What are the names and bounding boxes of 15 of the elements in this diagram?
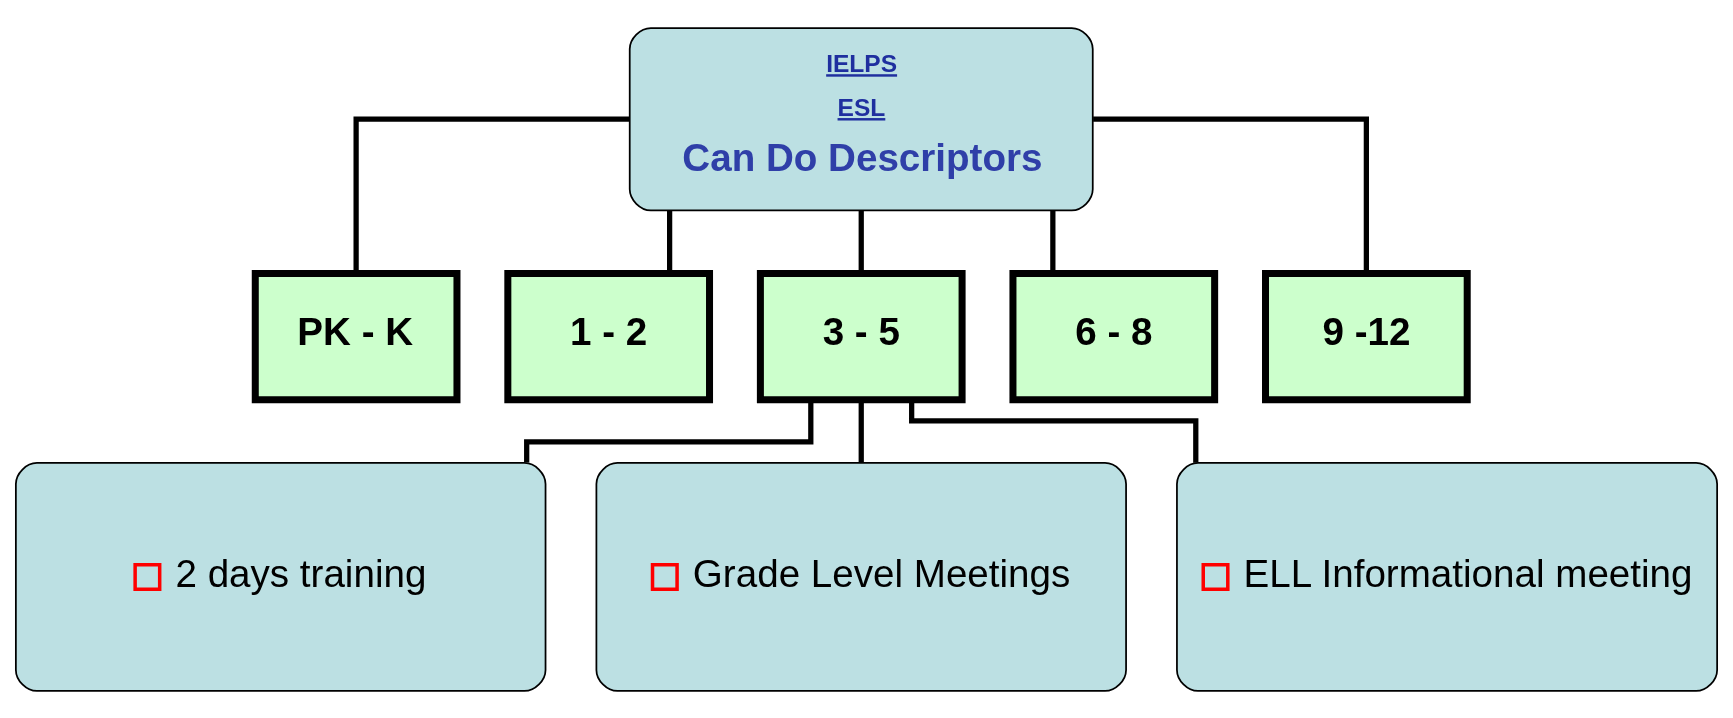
node-box: 9 -12	[1262, 269, 1471, 403]
connector	[1093, 116, 1369, 273]
node-box: 2 days training	[15, 461, 547, 692]
node-box: ELL Informational meeting	[1176, 461, 1718, 692]
node-box: 3 - 5	[756, 269, 966, 403]
connector	[353, 116, 630, 273]
connector	[909, 400, 1199, 463]
node-box: 6 - 8	[1009, 269, 1219, 403]
node-box: 1 - 2	[504, 269, 714, 403]
connector	[667, 210, 673, 273]
node-box: IELPS ESL Can Do Descriptors	[628, 26, 1094, 211]
connector	[858, 210, 864, 273]
node-box: PK - K	[251, 269, 461, 403]
connector	[1050, 210, 1056, 273]
node-box: Grade Level Meetings	[595, 461, 1127, 692]
